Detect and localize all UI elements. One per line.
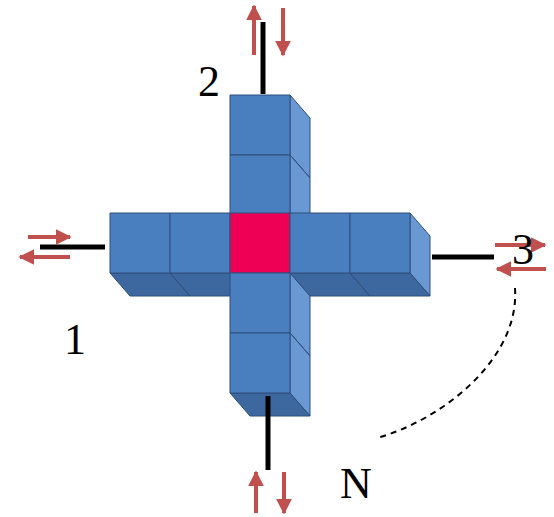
cube-front [230, 95, 290, 155]
port-label: N [340, 462, 372, 506]
cube-bottom [350, 273, 430, 296]
cube-front [170, 213, 230, 273]
cube-front [290, 213, 350, 273]
center-cell [230, 213, 290, 273]
cube-front [230, 155, 290, 215]
port-label: 2 [198, 60, 220, 104]
port-label: 3 [512, 228, 534, 272]
port-label: 1 [64, 318, 86, 362]
cube-front [350, 213, 410, 273]
cube-front [230, 273, 290, 333]
dashed-continuation [380, 288, 515, 437]
cube-cross [110, 95, 430, 416]
cube-front [230, 333, 290, 393]
port-wires [40, 22, 494, 470]
cube-front [110, 213, 170, 273]
port-arrows [20, 6, 546, 513]
